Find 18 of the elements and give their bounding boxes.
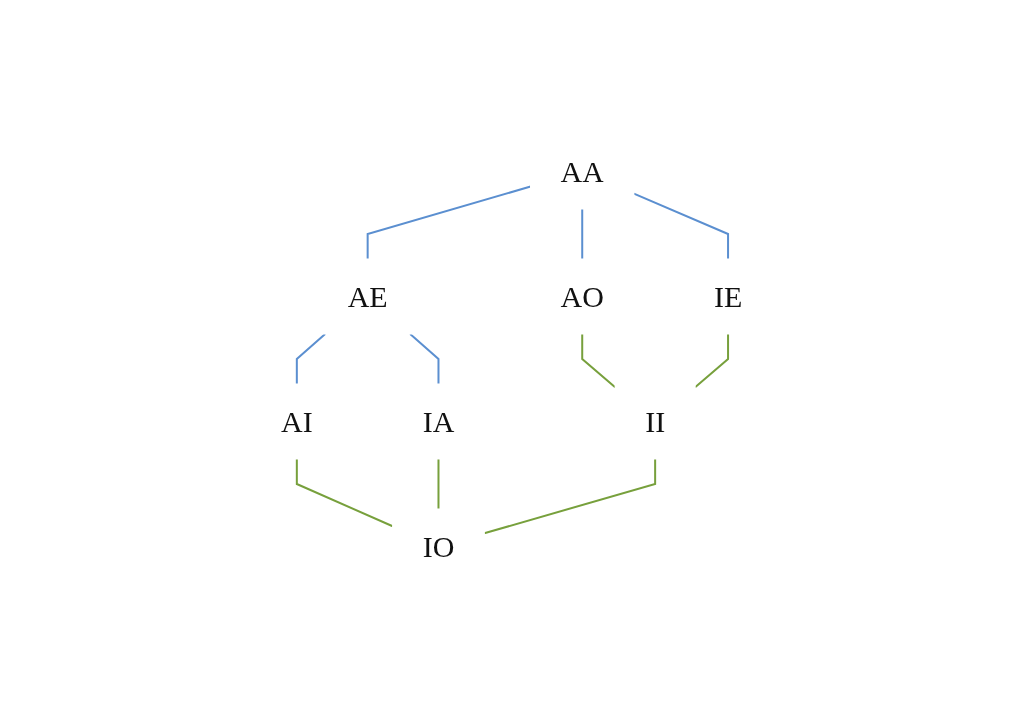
connector [409,332,440,385]
connector [633,192,730,260]
connector [581,207,584,260]
connector [367,185,532,260]
node-text: AE [348,279,389,313]
node-text: IA [423,404,455,438]
node-text: AI [281,404,314,438]
connector [581,332,617,388]
connector [483,457,657,534]
node-text: AA [560,154,605,188]
connector [296,332,327,385]
node-text: IE [714,279,743,313]
node-text: IO [423,529,455,563]
node-text: II [645,404,666,438]
connector [694,332,730,388]
connector [437,457,440,510]
node-text: AO [560,279,605,313]
connector [296,457,395,527]
